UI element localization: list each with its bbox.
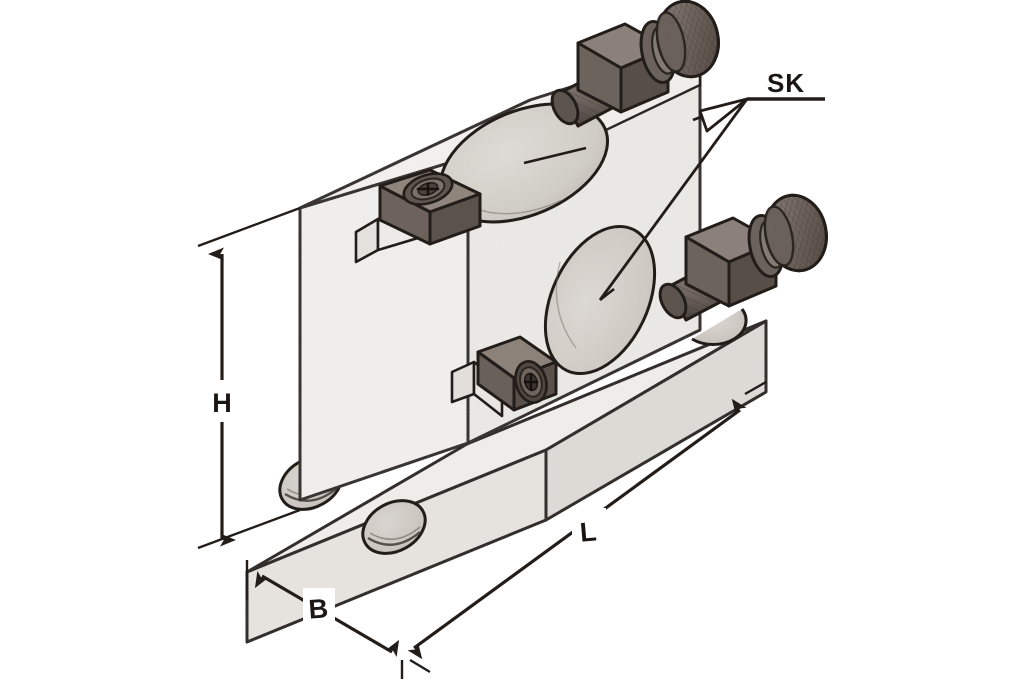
- set-screw-block-top: [378, 168, 482, 246]
- dimension-h: H: [197, 206, 301, 550]
- set-screw-block-front: [476, 335, 558, 412]
- dimension-l-label: L: [579, 516, 598, 547]
- callout-sk-arrowhead-top: [698, 97, 749, 133]
- dimension-h-label-bg: [206, 380, 240, 422]
- callout-sk-leader-front: [598, 98, 749, 301]
- dimension-l-label-bg: [572, 508, 606, 550]
- knurled-knob-upper[interactable]: [651, 0, 725, 82]
- cross-slot-screw-front[interactable]: [511, 358, 551, 407]
- callout-sk-label: SK: [767, 68, 805, 98]
- dimension-b-label-bg: [303, 588, 335, 628]
- dimension-b: B: [245, 560, 404, 679]
- knurled-knob-lower[interactable]: [759, 190, 833, 277]
- callout-sk: SK: [598, 68, 825, 301]
- cross-slot-screw-top[interactable]: [400, 168, 456, 210]
- dimension-l: L: [407, 380, 767, 674]
- dimension-l-extension-left: [409, 658, 431, 674]
- clamp-bolt-lower[interactable]: [655, 190, 833, 322]
- dimension-h-label: H: [212, 388, 232, 418]
- dimension-b-label: B: [308, 593, 330, 624]
- dimension-l-extension-right: [744, 380, 767, 396]
- mounting-hole-3: [691, 308, 748, 347]
- clamp-bolt-upper[interactable]: [547, 0, 725, 128]
- dimension-h-extension-top: [197, 206, 301, 248]
